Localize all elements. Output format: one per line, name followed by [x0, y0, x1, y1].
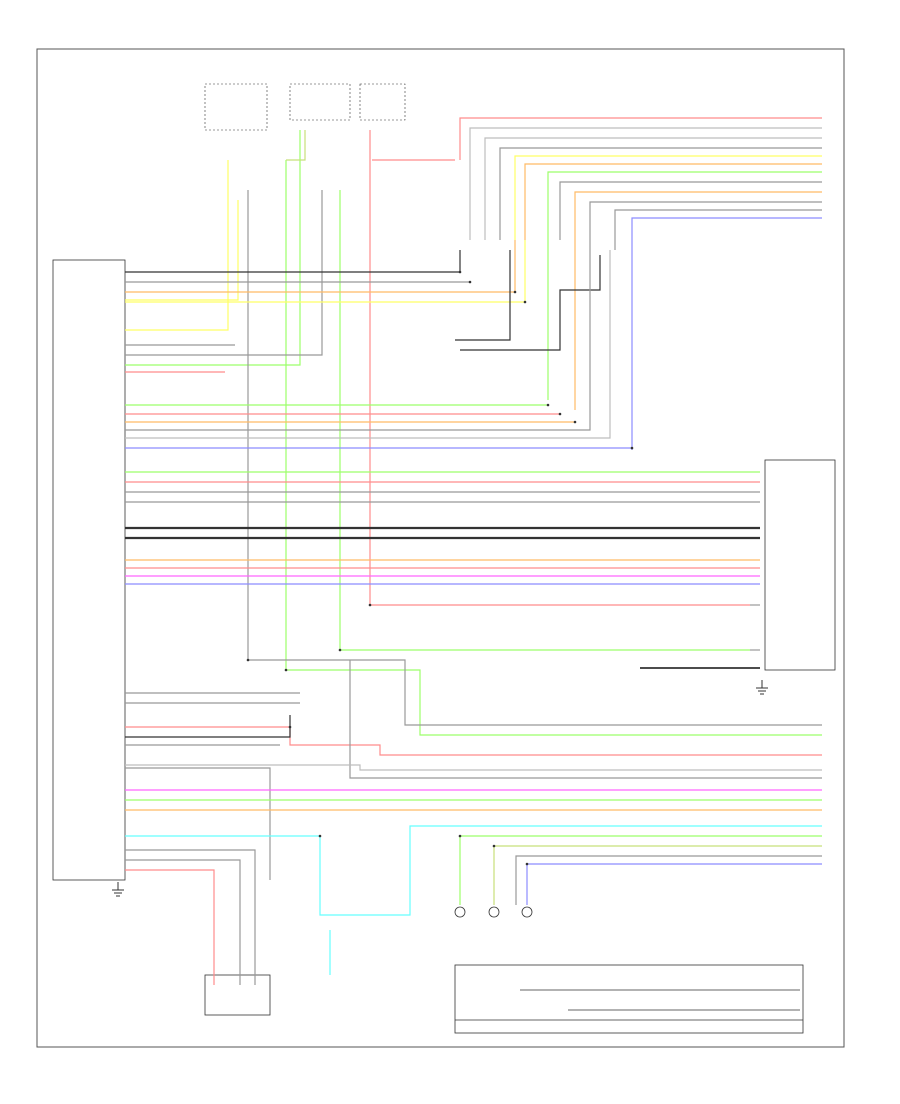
splice-dot — [558, 412, 562, 416]
wire-52 — [125, 767, 271, 880]
splice-dot — [546, 403, 550, 407]
wire-34 — [125, 240, 591, 431]
wire-64 — [125, 859, 241, 985]
splice-dot — [284, 668, 288, 672]
wire-17 — [125, 130, 301, 366]
wire-18 — [285, 160, 822, 736]
splice-dot — [246, 658, 250, 662]
wire-60 — [493, 845, 822, 905]
wire-49 — [125, 726, 822, 756]
wire-62 — [526, 863, 822, 905]
wire-58 — [125, 825, 822, 916]
splice-dot — [338, 648, 342, 652]
splice-dot — [368, 603, 372, 607]
wire-19 — [286, 130, 306, 161]
wire-3 — [484, 137, 822, 240]
ground-symbol-left — [112, 882, 124, 897]
wire-10 — [589, 201, 822, 240]
ground-symbol-right — [756, 680, 768, 695]
wire-11 — [614, 209, 822, 250]
splice-dot — [630, 446, 634, 450]
splice-dot — [458, 270, 462, 274]
wire-25 — [125, 240, 516, 293]
wire-2 — [469, 127, 822, 240]
wire-15 — [125, 160, 229, 331]
splice-dot — [318, 834, 322, 838]
wire-26 — [125, 240, 526, 303]
wire-1 — [459, 117, 822, 160]
sensor-circle-3 — [521, 906, 533, 918]
splice-dot — [513, 290, 517, 294]
wire-22 — [125, 190, 323, 356]
wire-16 — [125, 200, 239, 301]
wire-20 — [247, 190, 822, 726]
fuse-box-group — [204, 83, 406, 131]
sensor-circle-2 — [488, 906, 500, 918]
wire-5 — [514, 155, 822, 240]
wire-50 — [125, 715, 291, 738]
wire-65 — [125, 849, 256, 985]
wire-28 — [455, 250, 511, 341]
splice-dot — [523, 300, 527, 304]
wire-12 — [631, 217, 822, 450]
splice-dot — [525, 862, 529, 866]
fuse-box-left — [204, 83, 268, 131]
wire-23 — [125, 250, 461, 273]
wire-9 — [574, 191, 822, 410]
wire-27 — [460, 255, 601, 351]
right-module-box — [764, 459, 836, 671]
wire-35 — [125, 250, 611, 439]
splice-dot — [288, 725, 292, 729]
connector-marks — [246, 270, 634, 866]
sensor-circle-1 — [454, 906, 466, 918]
wire-53 — [349, 660, 822, 779]
bottom-right-panel — [454, 964, 804, 1034]
wire-8 — [559, 181, 822, 240]
bottom-sensors — [454, 906, 533, 918]
wire-7 — [547, 171, 822, 400]
left-module-box — [52, 259, 126, 881]
wire-6 — [524, 163, 822, 240]
bottom-left-module — [204, 974, 271, 1016]
wire-21 — [339, 190, 750, 651]
splice-dot — [492, 844, 496, 848]
splice-dot — [458, 834, 462, 838]
fuse-box-mid — [289, 83, 351, 121]
splice-dot — [468, 280, 472, 284]
switch-ladder — [455, 989, 803, 1021]
wire-57 — [125, 764, 822, 771]
wire-61 — [515, 855, 822, 905]
diagram-frame — [36, 48, 845, 1048]
wire-4 — [499, 147, 822, 240]
wire-63 — [125, 869, 215, 985]
wires — [125, 117, 822, 985]
splice-dot — [573, 420, 577, 424]
fuse-box-right — [359, 83, 406, 121]
